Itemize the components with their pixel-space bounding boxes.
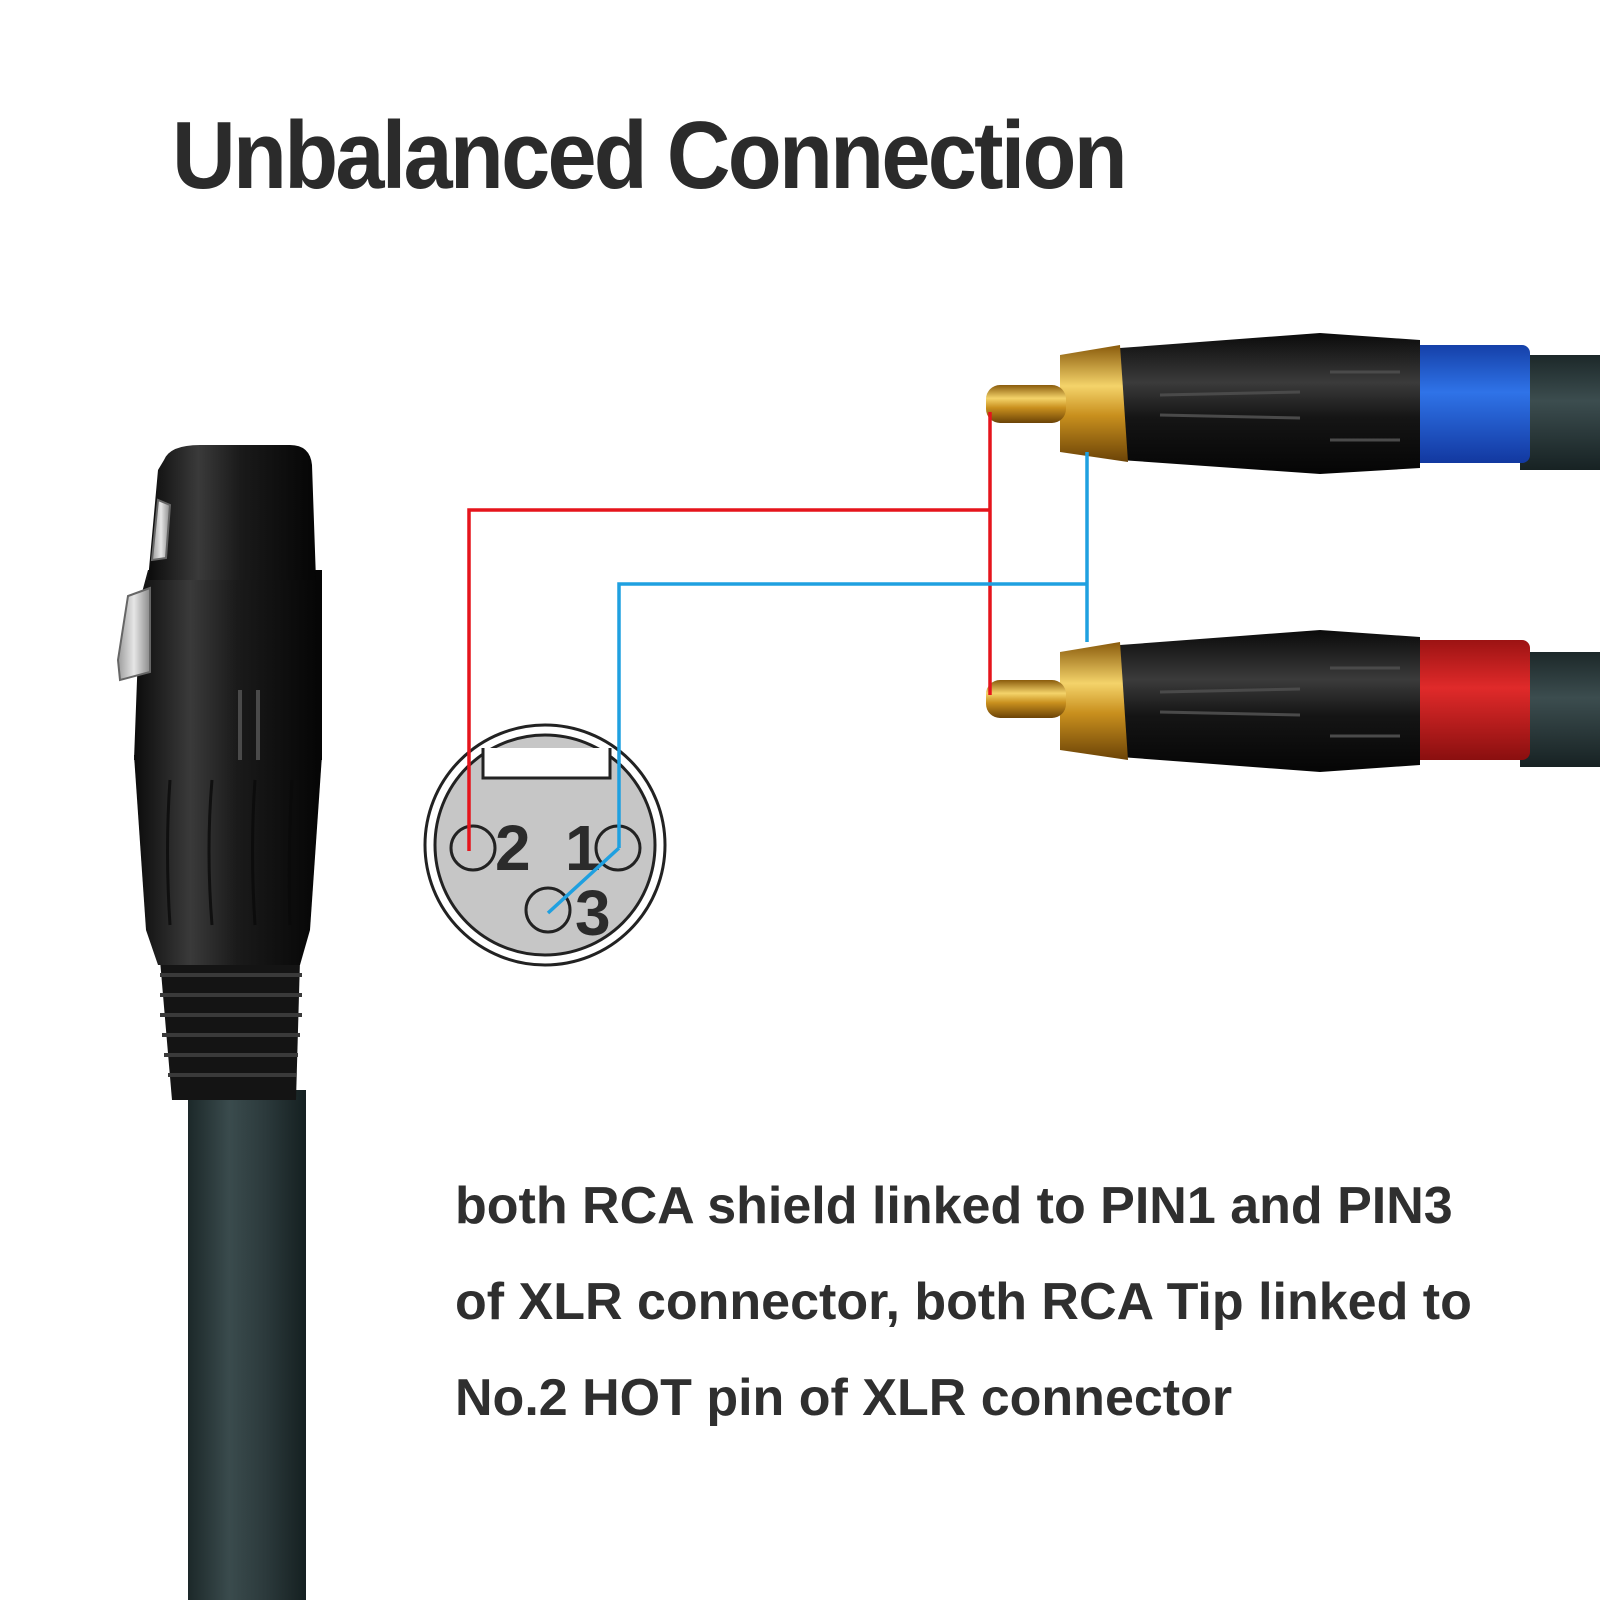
rca-plug-top	[986, 333, 1600, 474]
rca-top-body	[1120, 333, 1420, 474]
shield-wire	[546, 452, 1089, 915]
connection-description: both RCA shield linked to PIN1 and PIN3 …	[455, 1158, 1565, 1446]
rca-top-pin	[986, 385, 1066, 423]
diagram-title: Unbalanced Connection	[172, 102, 1128, 209]
pin-1-label: 1	[565, 812, 601, 884]
xlr-latch	[116, 586, 151, 682]
pin-2-label: 2	[495, 812, 531, 884]
rca-bottom-body	[1120, 630, 1420, 772]
description-line-2: of XLR connector, both RCA Tip linked to	[455, 1273, 1472, 1331]
xlr-boot	[134, 755, 322, 965]
xlr-face-key-notch	[481, 748, 612, 780]
rca-top-gold-sleeve	[1060, 345, 1128, 462]
description-line-3: No.2 HOT pin of XLR connector	[455, 1369, 1233, 1427]
rca-top-cable	[1520, 355, 1600, 470]
xlr-head	[148, 445, 316, 580]
xlr-cable	[188, 1090, 306, 1600]
xlr-pin-3-hole	[524, 886, 572, 934]
xlr-strain-relief	[160, 960, 302, 1100]
xlr-face	[433, 733, 657, 957]
rca-bottom-band	[1410, 640, 1530, 760]
xlr-body	[134, 570, 322, 760]
rca-bottom-gold-sleeve	[1060, 642, 1128, 760]
xlr-pin-diagram: 2 1 3	[423, 723, 667, 967]
rca-top-band	[1410, 345, 1530, 463]
description-line-1: both RCA shield linked to PIN1 and PIN3	[455, 1177, 1453, 1235]
xlr-female-connector	[116, 445, 322, 1600]
xlr-pin-2-hole	[449, 824, 497, 872]
rca-bottom-cable	[1520, 652, 1600, 767]
tip-wire	[467, 412, 992, 851]
pin-3-label: 3	[575, 877, 611, 949]
rca-plug-bottom	[986, 630, 1600, 772]
rca-bottom-pin	[986, 680, 1066, 718]
